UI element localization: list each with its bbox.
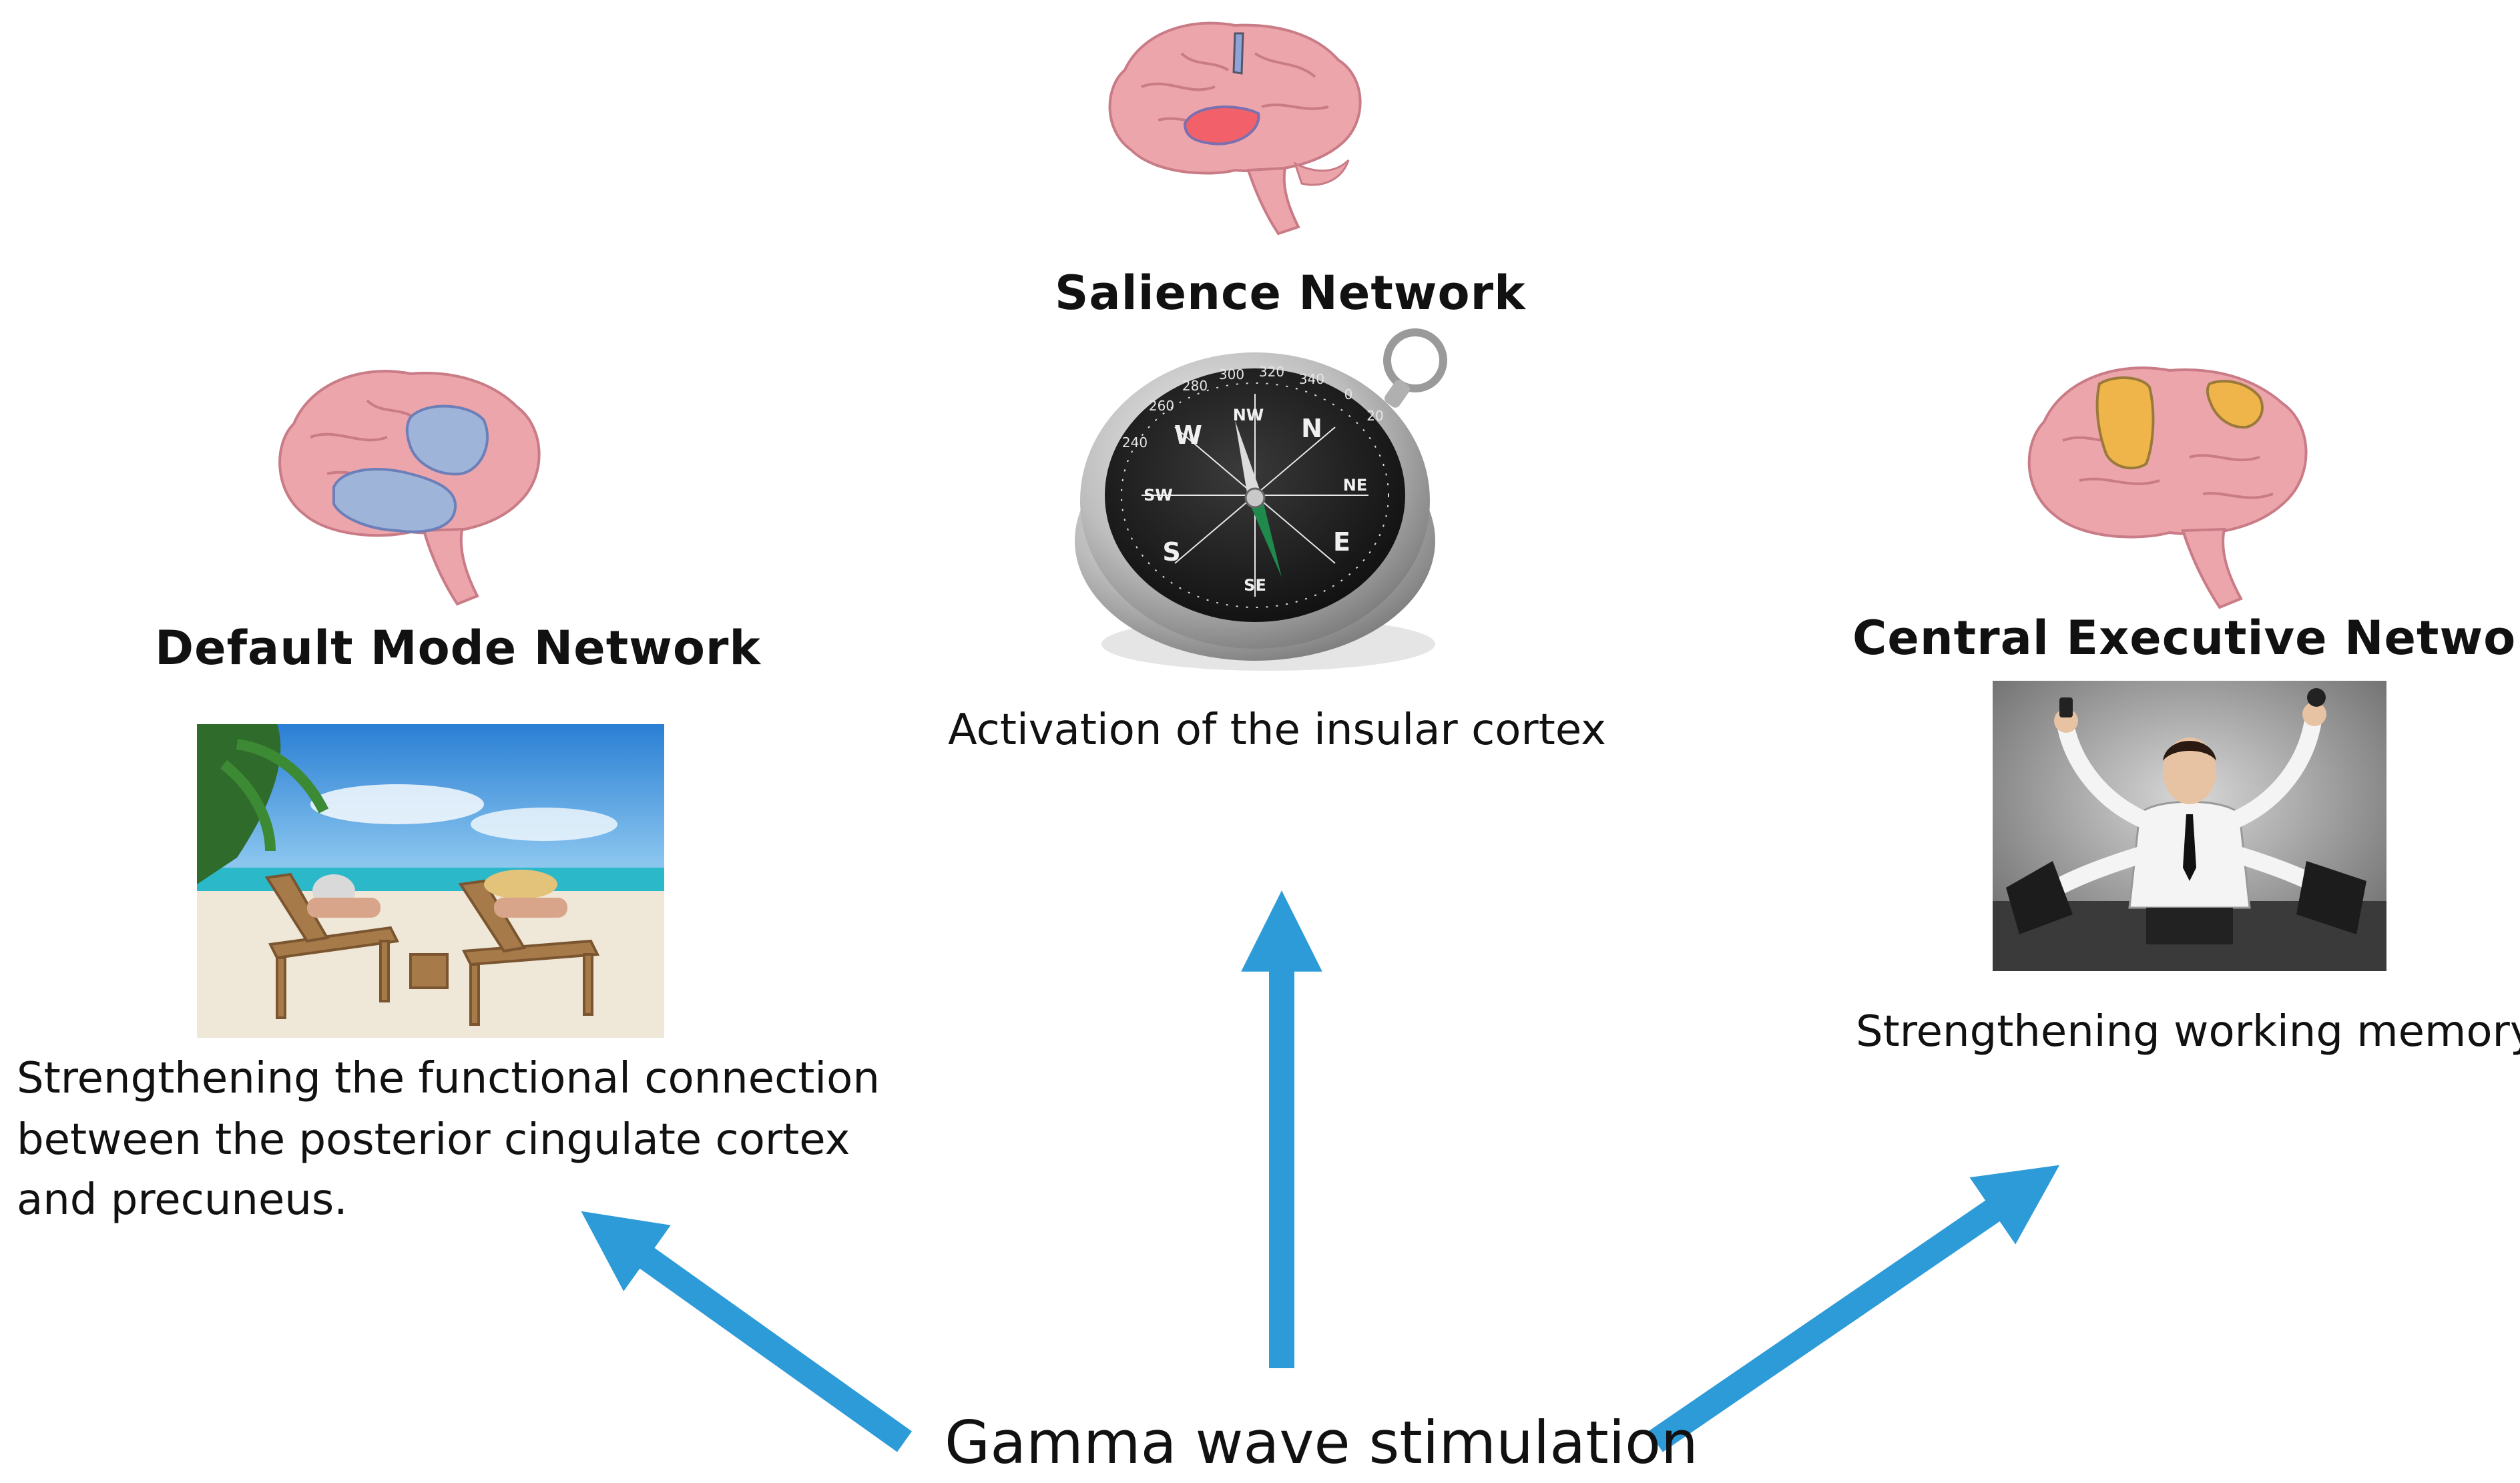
compass-ring — [1383, 328, 1447, 392]
compass-label-e: E — [1333, 527, 1350, 557]
compass-tick-280: 280 — [1182, 378, 1208, 394]
precuneus-region — [405, 404, 489, 476]
compass-label-sw: SW — [1144, 486, 1173, 505]
compass-tick-340: 340 — [1299, 371, 1324, 387]
arrow-to-default-mode — [581, 1211, 913, 1452]
compass-tick-320: 320 — [1259, 364, 1284, 380]
brain-icon-default-mode — [278, 370, 541, 606]
compass-label-nw: NW — [1233, 406, 1264, 424]
parietal-region-right — [2206, 380, 2264, 429]
compass-label-ne: NE — [1343, 476, 1367, 495]
gamma-wave-label: Gamma wave stimulation — [945, 1408, 1698, 1477]
compass-label-w: W — [1174, 420, 1202, 450]
arrow-to-central-executive — [1648, 1165, 2060, 1452]
dlpfc-region-left — [2095, 376, 2155, 470]
compass-label-n: N — [1301, 414, 1322, 443]
default-mode-caption-3: and precuneus. — [17, 1175, 348, 1225]
salience-caption: Activation of the insular cortex — [948, 705, 1606, 755]
compass-image: N W E S NE NW SW SE 260 280 300 320 340 … — [1075, 328, 1447, 671]
cingulate-region — [332, 467, 457, 533]
compass-tick-20: 20 — [1366, 408, 1383, 424]
compass-tick-240: 240 — [1122, 434, 1148, 451]
compass-label-se: SE — [1244, 576, 1266, 595]
central-executive-caption: Strengthening working memory — [1856, 1007, 2520, 1057]
beach-image — [197, 724, 664, 1038]
insular-region — [1183, 105, 1260, 145]
compass-label-s: S — [1162, 537, 1180, 567]
compass-tick-0: 0 — [1344, 386, 1353, 402]
default-mode-caption-1: Strengthening the functional connection — [17, 1054, 880, 1103]
compass-tick-300: 300 — [1219, 366, 1244, 382]
default-mode-caption-2: between the posterior cingulate cortex — [17, 1115, 850, 1165]
brain-icon-central-executive — [2027, 366, 2308, 609]
multitasking-image — [1993, 681, 2386, 971]
default-mode-title: Default Mode Network — [155, 621, 761, 675]
compass-tick-260: 260 — [1149, 398, 1174, 414]
salience-title: Salience Network — [1055, 266, 1526, 320]
brain-icon-salience — [1108, 21, 1362, 236]
central-executive-title: Central Executive Network — [1852, 611, 2520, 665]
